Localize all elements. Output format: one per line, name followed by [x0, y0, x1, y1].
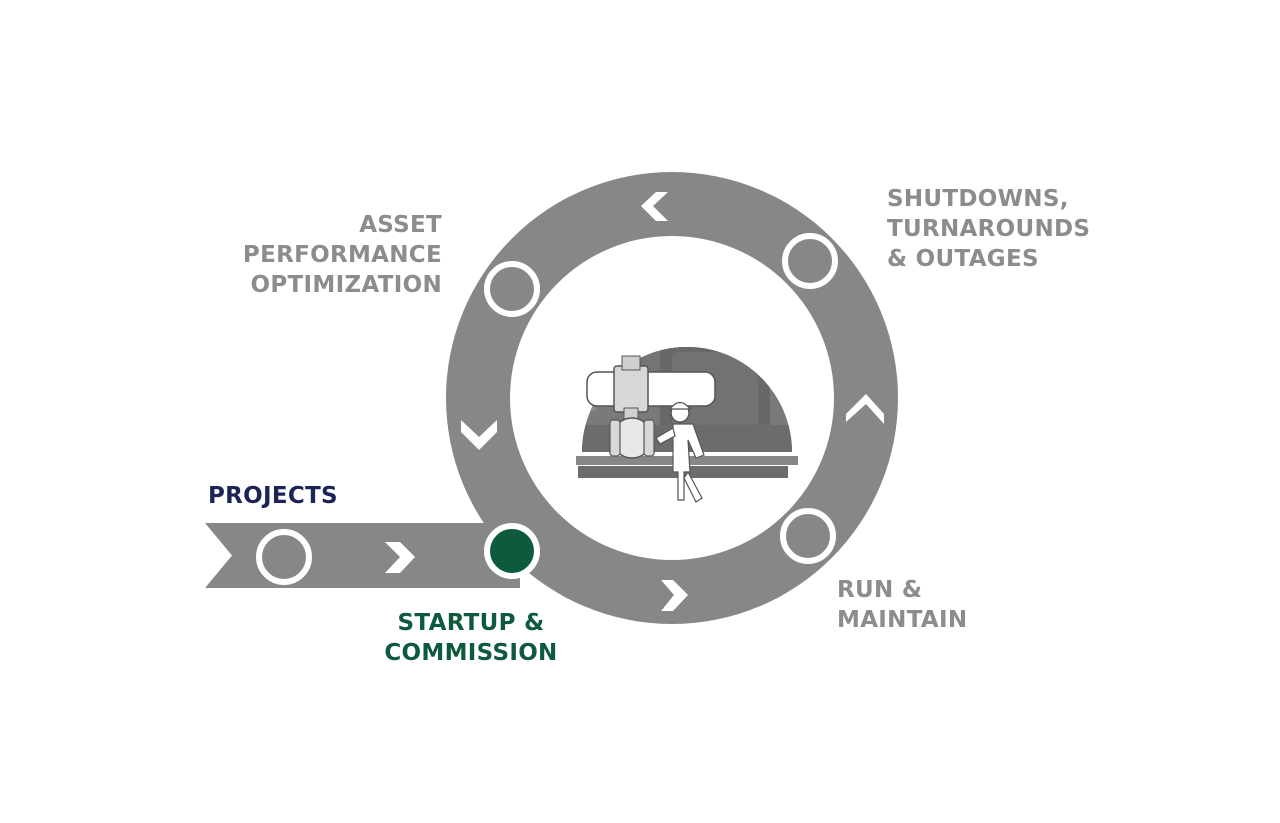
stage-node-projects[interactable]: [256, 529, 312, 585]
chevron-arrow-icon: [461, 420, 497, 450]
stage-label-line: STARTUP &: [397, 610, 545, 636]
stage-label-run-maintain: RUN & MAINTAIN: [837, 575, 967, 635]
chevron-arrow-icon: [846, 394, 884, 424]
stage-label-asset-performance: ASSET PERFORMANCE OPTIMIZATION: [200, 210, 442, 300]
stage-node-asset-performance[interactable]: [484, 261, 540, 317]
chevron-arrow-icon: [385, 542, 415, 573]
stage-label-shutdowns: SHUTDOWNS, TURNAROUNDS & OUTAGES: [887, 184, 1090, 274]
stage-label-line: TURNAROUNDS: [887, 216, 1091, 242]
stage-label-line: & OUTAGES: [887, 246, 1039, 272]
stage-label-line: SHUTDOWNS,: [887, 186, 1069, 212]
stage-label-line: RUN &: [837, 577, 923, 603]
chevron-arrow-icon: [641, 192, 668, 221]
stage-node-startup-active[interactable]: [484, 523, 540, 579]
chevron-arrow-icon: [661, 580, 688, 611]
stage-label-projects: PROJECTS: [208, 481, 338, 511]
stage-label-startup: STARTUP & COMMISSION: [378, 608, 564, 668]
stage-label-line: OPTIMIZATION: [250, 272, 442, 298]
stage-label-line: PROJECTS: [208, 483, 338, 509]
stage-label-line: PERFORMANCE: [242, 242, 442, 268]
stage-node-shutdowns[interactable]: [782, 233, 838, 289]
stage-label-line: COMMISSION: [384, 640, 558, 666]
stage-node-run-maintain[interactable]: [780, 508, 836, 564]
projects-band: [205, 523, 520, 588]
stage-label-line: ASSET: [359, 212, 442, 238]
stage-label-line: MAINTAIN: [837, 607, 968, 633]
